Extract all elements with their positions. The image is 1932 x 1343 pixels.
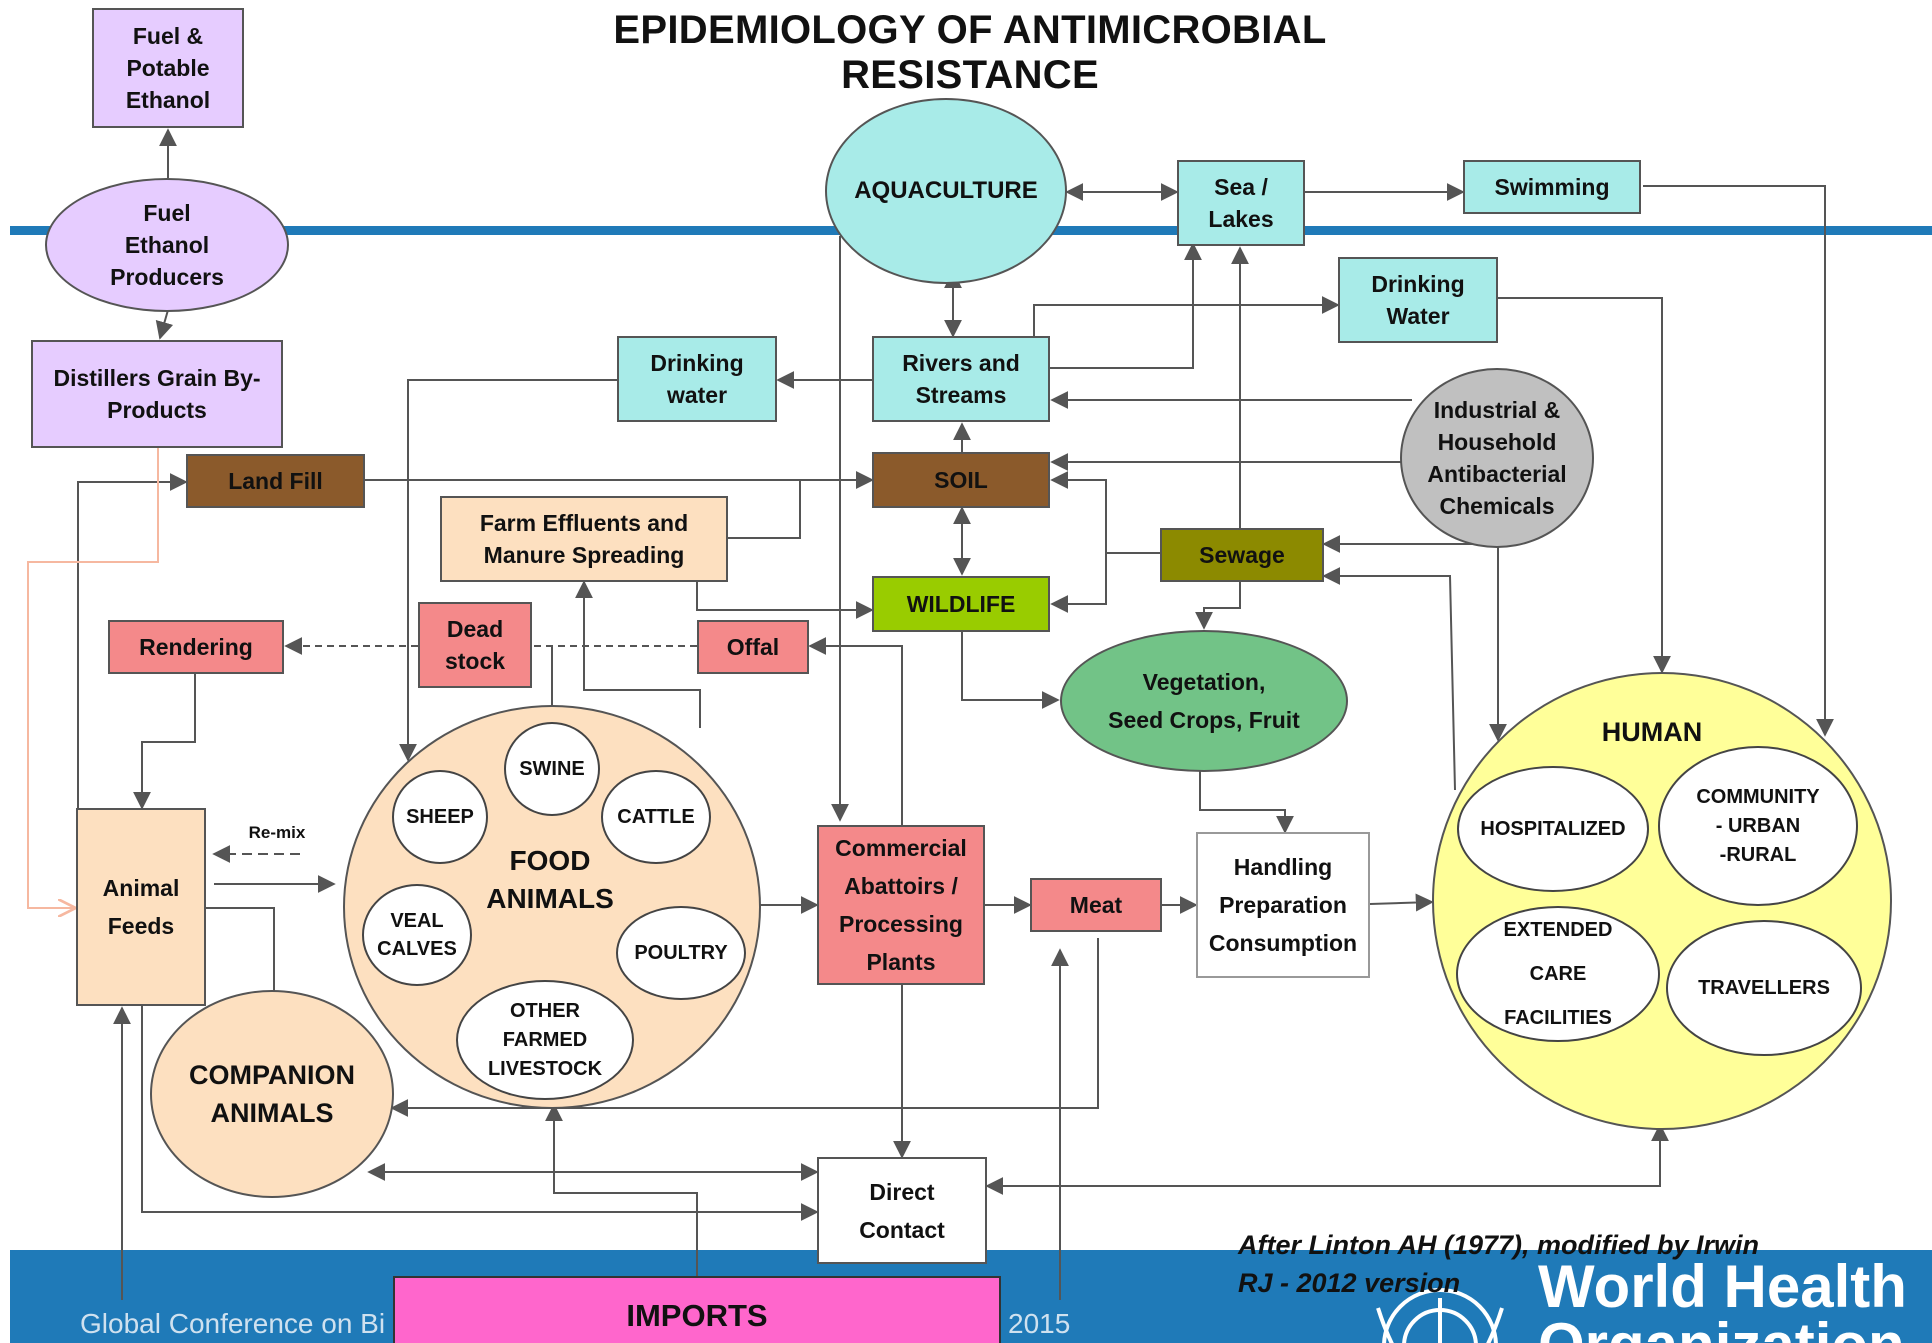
handling-node: Handling Preparation Consumption [1196,832,1370,978]
offal-node: Offal [697,620,809,674]
abattoirs-node: Commercial Abattoirs / Processing Plants [817,825,985,985]
community-node: COMMUNITY - URBAN -RURAL [1658,746,1858,906]
sea-lakes-node: Sea / Lakes [1177,160,1305,246]
fuel-potable-ethanol-node: Fuel & Potable Ethanol [92,8,244,128]
swimming-node: Swimming [1463,160,1641,214]
industrial-chemicals-node: Industrial & Household Antibacterial Che… [1400,368,1594,548]
companion-animals-node: COMPANION ANIMALS [150,990,394,1198]
land-fill-node: Land Fill [186,454,365,508]
farm-effluents-node: Farm Effluents and Manure Spreading [440,496,728,582]
arrow-producers-to-distillers [155,309,174,340]
drinking-water-right-node: Drinking Water [1338,257,1498,343]
attribution-text: After Linton AH (1977), modified by Irwi… [1238,1230,1760,1298]
remix-label: Re-mix [248,823,306,842]
distillers-grain-node: Distillers Grain By- Products [31,340,283,448]
arrow-handling-to-human [1369,893,1434,912]
wildlife-node: WILDLIFE [872,576,1050,632]
drinking-water-left-node: Drinking water [617,336,777,422]
aquaculture-node: AQUACULTURE [825,98,1067,284]
swine-node: SWINE [504,722,600,816]
arrow-sewage-to-vegetation [1195,582,1241,630]
direct-contact-node: Direct Contact [817,1157,987,1264]
arrow-vegetation-to-handling [1199,770,1294,834]
arrow-wildlife-to-vegetation [961,632,1060,709]
arrow-rendering-to-feeds [133,674,196,810]
who-logo-text: World Health Organization [1538,1253,1907,1343]
sewage-node: Sewage [1160,528,1324,582]
arrow-feeds-to-direct [141,1005,819,1221]
arrow-direct-to-human [985,1123,1669,1195]
other-farmed-livestock-node: OTHER FARMED LIVESTOCK [456,980,634,1100]
who-emblem-icon [1376,1288,1504,1343]
extended-care-node: EXTENDED CARE FACILITIES [1456,906,1660,1042]
arrow-imports-to-food [545,1103,698,1276]
fuel-ethanol-producers-node: Fuel Ethanol Producers [45,178,289,312]
conference-footer-text: Global Conference on Bi [80,1308,386,1339]
conference-footer-year: 2015 [1008,1308,1071,1339]
food-animals-label: FOOD ANIMALS [486,845,614,914]
travellers-node: TRAVELLERS [1666,920,1862,1056]
arrow-sewage-to-wildlife [1050,553,1107,613]
arrow-distillers-to-feeds [27,448,159,908]
arrow-swimming-to-human [1643,185,1834,737]
arrow-feeds-to-landfill [77,473,188,810]
soil-node: SOIL [872,452,1050,508]
cattle-node: CATTLE [601,770,711,864]
arrow-sewage-to-soil [1050,471,1160,554]
arrow-meat-to-companion [390,938,1099,1117]
arrow-drinking-right-to-human [1498,297,1671,674]
arrow-rivers-to-sea [1050,242,1202,369]
arrow-effluents-to-wildlife [696,580,874,619]
human-label: HUMAN [1601,716,1703,747]
sheep-node: SHEEP [392,770,488,864]
imports-node: IMPORTS [393,1276,1001,1343]
rivers-streams-node: Rivers and Streams [872,336,1050,422]
arrow-rivers-to-drinking-right [1033,296,1340,336]
vegetation-node: Vegetation, Seed Crops, Fruit [1060,630,1348,772]
poultry-node: POULTRY [616,906,746,1000]
dead-stock-node: Dead stock [418,602,532,688]
rendering-node: Rendering [108,620,284,674]
animal-feeds-node: Animal Feeds [76,808,206,1006]
arrow-feeds-to-companion [206,907,283,1024]
hospitalized-node: HOSPITALIZED [1457,766,1649,892]
meat-node: Meat [1030,878,1162,932]
human-circle [1432,672,1892,1130]
diagram-title: EPIDEMIOLOGY OF ANTIMICROBIAL RESISTANCE [613,8,1327,97]
arrow-human-to-sewage [1322,567,1456,791]
arrow-abattoir-to-offal [808,637,903,825]
arrow-effluents-to-soil [728,471,874,539]
veal-calves-node: VEAL CALVES [362,884,472,986]
arrow-food-to-effluents [575,580,701,728]
arrow-drinking-left-to-food [399,379,618,762]
